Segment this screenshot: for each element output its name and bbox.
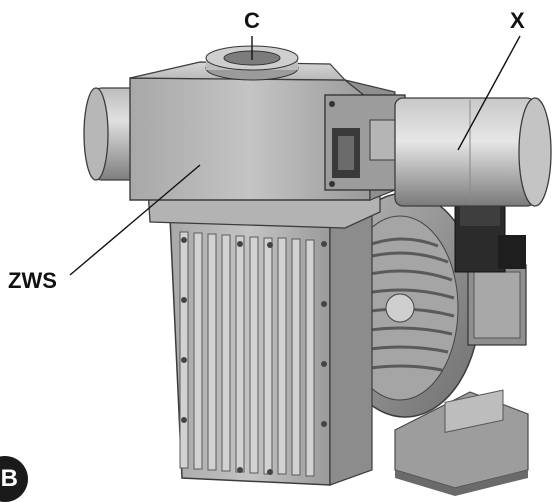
label-c: C: [244, 8, 260, 33]
connector-plug: [454, 199, 526, 273]
leader-lines: [69, 35, 521, 276]
leader-x: [457, 35, 521, 151]
terminal-box: [467, 264, 527, 346]
top-port: [205, 45, 299, 81]
finned-block: [169, 204, 373, 486]
label-zws: ZWS: [8, 268, 57, 293]
leader-zws: [69, 164, 201, 276]
drive-motor: [369, 97, 552, 207]
base-foot: [394, 389, 529, 496]
label-x: X: [510, 8, 525, 33]
